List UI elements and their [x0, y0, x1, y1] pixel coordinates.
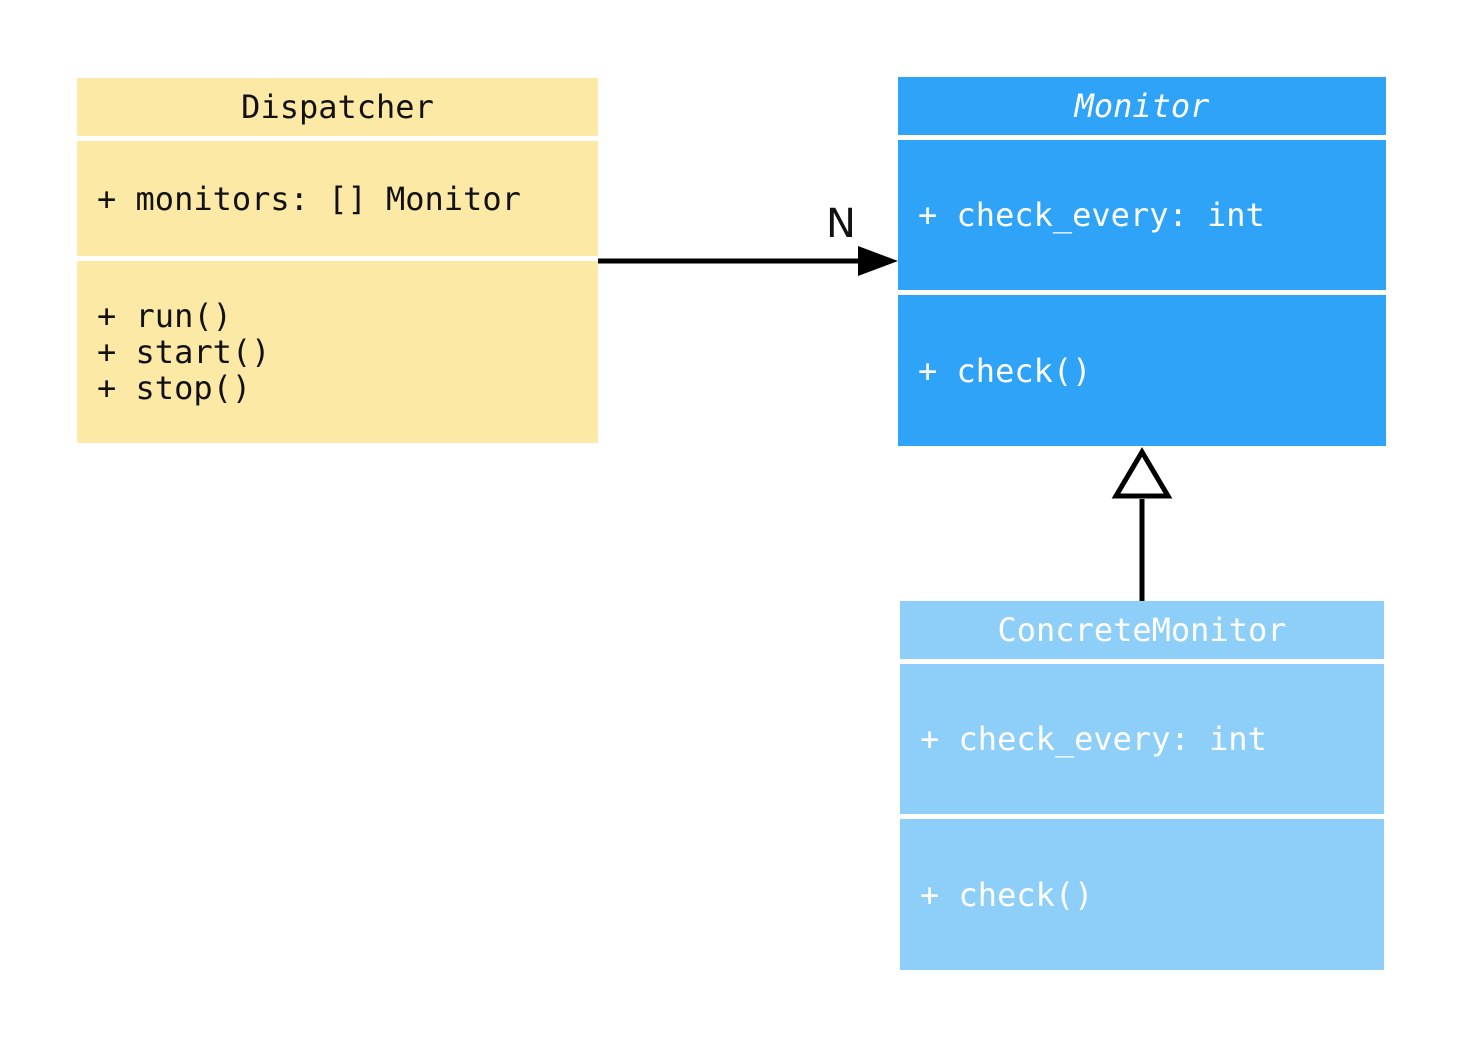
class-monitor-name: Monitor [898, 77, 1386, 135]
association-arrow [598, 246, 898, 276]
class-dispatcher-name: Dispatcher [77, 78, 598, 136]
class-dispatcher-methods: + run() + start() + stop() [77, 261, 598, 443]
method-line: + check() [918, 351, 1092, 390]
method-line: + run() [97, 297, 232, 335]
attribute-line: + monitors: [] Monitor [97, 179, 521, 218]
method-line: + start() [97, 333, 271, 371]
method-line: + stop() [97, 369, 252, 407]
class-concrete-monitor-methods: + check() [900, 819, 1384, 970]
class-concrete-monitor-name: ConcreteMonitor [900, 601, 1384, 659]
class-dispatcher: Dispatcher + monitors: [] Monitor + run(… [77, 78, 598, 443]
attribute-line: + check_every: int [918, 196, 1265, 234]
class-monitor-attributes: + check_every: int [898, 140, 1386, 290]
class-dispatcher-attributes: + monitors: [] Monitor [77, 141, 598, 256]
class-monitor: Monitor + check_every: int + check() [898, 77, 1386, 446]
method-line: + check() [920, 875, 1094, 914]
class-concrete-monitor-attributes: + check_every: int [900, 664, 1384, 814]
attribute-line: + check_every: int [920, 720, 1267, 758]
inheritance-arrow [1111, 447, 1173, 601]
class-monitor-methods: + check() [898, 295, 1386, 446]
association-multiplicity-label: N [826, 201, 856, 247]
class-concrete-monitor: ConcreteMonitor + check_every: int + che… [900, 601, 1384, 970]
